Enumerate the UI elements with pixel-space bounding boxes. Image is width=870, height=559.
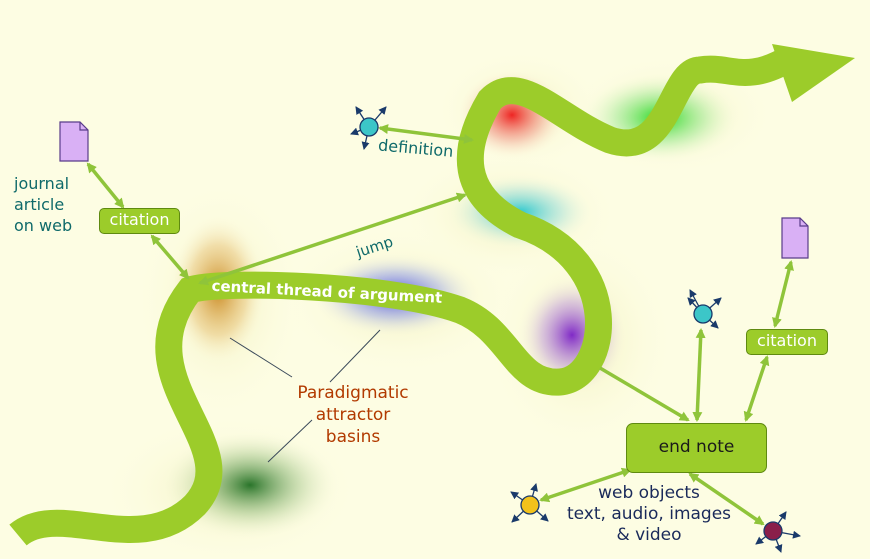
journal-line-2: article <box>14 195 65 214</box>
arrow-thread-endnote <box>599 366 690 422</box>
end-note-box: end note <box>626 423 767 473</box>
document-icon <box>59 121 89 162</box>
web-objects-line-1: web objects <box>598 483 700 503</box>
journal-line-1: journal <box>14 174 70 193</box>
arrow-definition <box>378 124 474 144</box>
attractor-label: Paradigmatic attractor basins <box>288 382 418 448</box>
arrow-endnote-yellow <box>539 467 632 503</box>
arrow-jump <box>198 192 467 286</box>
central-thread <box>9 46 797 547</box>
citation-label: citation <box>109 210 170 229</box>
arrow-journal-citation <box>86 162 125 209</box>
arrow-endnote-citation <box>743 355 770 422</box>
document-icon <box>781 217 809 259</box>
journal-article-label: journal article on web <box>14 173 72 236</box>
arrow-endnote-maroon <box>688 472 765 526</box>
web-objects-line-2: text, audio, images <box>566 504 732 524</box>
arrow-endnote-node <box>692 328 706 422</box>
citation-box-left: citation <box>99 208 180 234</box>
citation-box-right: citation <box>746 329 828 355</box>
network-node-icon <box>510 483 549 523</box>
arrow-citation-document <box>772 260 794 328</box>
journal-line-3: on web <box>14 216 73 235</box>
arrow-citation-thread <box>150 234 190 280</box>
network-node-icon <box>687 289 722 329</box>
definition-label: definition <box>377 135 454 160</box>
attractor-line-3: basins <box>325 427 381 447</box>
network-node-icon <box>350 106 387 150</box>
citation-label: citation <box>757 331 817 350</box>
attractor-line-2: attractor <box>315 405 391 425</box>
connector-arrows <box>86 124 794 526</box>
attractor-line-1: Paradigmatic <box>297 383 409 403</box>
thread-arrowhead <box>772 44 855 102</box>
web-objects-label: web objects text, audio, images & video <box>563 483 735 546</box>
end-note-label: end note <box>658 437 735 457</box>
network-node-icon <box>755 511 801 553</box>
attractor-leaders <box>229 329 381 463</box>
web-objects-line-3: & video <box>616 525 682 545</box>
